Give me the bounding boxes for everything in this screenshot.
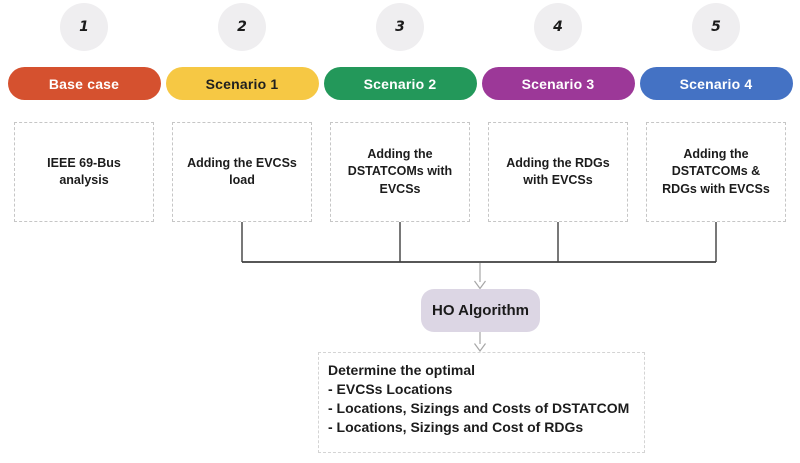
stage-3-circle: 3 bbox=[376, 3, 424, 51]
ho-algorithm-label: HO Algorithm bbox=[432, 302, 529, 319]
output-item: - Locations, Sizings and Cost of RDGs bbox=[328, 419, 584, 435]
stage-3-bar: Scenario 2 bbox=[323, 67, 477, 100]
stage-drop-lines bbox=[241, 222, 717, 262]
stage-1-column: 1 Base case IEEE 69-Bus analysis bbox=[5, 0, 163, 222]
stage-2-column: 2 Scenario 1 Adding the EVCSs load bbox=[163, 0, 321, 222]
stage-2-bar: Scenario 1 bbox=[165, 67, 319, 100]
stage-2-circle: 2 bbox=[218, 3, 266, 51]
stage-3-description: Adding the DSTATCOMs with EVCSs bbox=[347, 147, 453, 196]
stage-3-label: Scenario 2 bbox=[363, 75, 437, 92]
stage-4-circle: 4 bbox=[534, 3, 582, 51]
stage-1-circle: 1 bbox=[60, 3, 108, 51]
ho-algorithm-box: HO Algorithm bbox=[421, 289, 540, 332]
output-box: Determine the optimal - EVCSs Locations … bbox=[318, 352, 645, 453]
output-item: - Locations, Sizings and Costs of DSTATC… bbox=[328, 400, 630, 416]
stage-1-label: Base case bbox=[48, 75, 120, 92]
stage-5-label: Scenario 4 bbox=[679, 75, 753, 92]
stage-1-box: IEEE 69-Bus analysis bbox=[14, 122, 154, 222]
stage-2-box: Adding the EVCSs load bbox=[172, 122, 312, 222]
stage-5-description: Adding the DSTATCOMs & RDGs with EVCSs bbox=[662, 147, 770, 196]
stage-4-bar: Scenario 3 bbox=[481, 67, 635, 100]
stage-1-bar: Base case bbox=[7, 67, 161, 100]
stage-2-description: Adding the EVCSs load bbox=[187, 155, 297, 187]
arrow-to-output-head bbox=[474, 343, 486, 353]
stage-4-box: Adding the RDGs with EVCSs bbox=[488, 122, 628, 222]
stage-1-number: 1 bbox=[79, 19, 89, 35]
stage-3-box: Adding the DSTATCOMs with EVCSs bbox=[330, 122, 470, 222]
stage-4-label: Scenario 3 bbox=[521, 75, 595, 92]
arrow-to-algorithm-head bbox=[474, 280, 486, 290]
stage-3-number: 3 bbox=[395, 19, 405, 35]
stage-4-number: 4 bbox=[553, 19, 563, 35]
stage-2-label: Scenario 1 bbox=[205, 75, 279, 92]
stage-5-box: Adding the DSTATCOMs & RDGs with EVCSs bbox=[646, 122, 786, 222]
stage-5-column: 5 Scenario 4 Adding the DSTATCOMs & RDGs… bbox=[637, 0, 795, 222]
stage-3-column: 3 Scenario 2 Adding the DSTATCOMs with E… bbox=[321, 0, 479, 222]
stage-5-number: 5 bbox=[711, 19, 721, 35]
stage-1-description: IEEE 69-Bus analysis bbox=[47, 155, 121, 187]
stage-5-bar: Scenario 4 bbox=[639, 67, 793, 100]
stage-2-number: 2 bbox=[237, 19, 247, 35]
output-item: - EVCSs Locations bbox=[328, 381, 453, 397]
stage-5-circle: 5 bbox=[692, 3, 740, 51]
output-title: Determine the optimal bbox=[328, 362, 476, 378]
stage-4-column: 4 Scenario 3 Adding the RDGs with EVCSs bbox=[479, 0, 637, 222]
stage-4-description: Adding the RDGs with EVCSs bbox=[506, 155, 610, 187]
